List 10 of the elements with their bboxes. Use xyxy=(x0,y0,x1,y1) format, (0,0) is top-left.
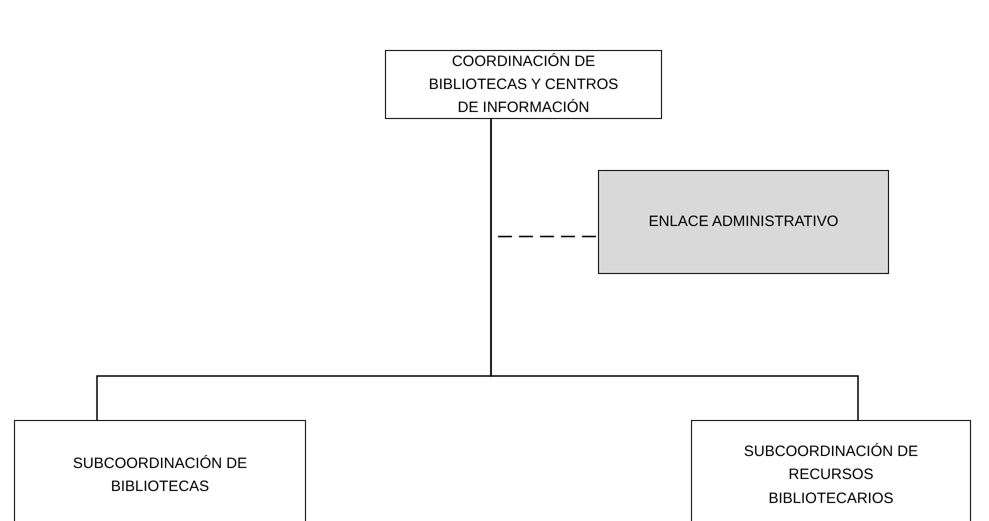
org-box xyxy=(14,420,306,521)
dashed-connector xyxy=(498,236,598,238)
box-label: COORDINACIÓN DE BIBLIOTECAS Y CENTROS DE INFORMACIÓN xyxy=(428,52,620,118)
box-label: SUBCOORDINACIÓN DE BIBLIOTECAS xyxy=(72,454,248,497)
org-box xyxy=(598,170,889,274)
org-box xyxy=(691,420,971,521)
box-label: ENLACE ADMINISTRATIVO xyxy=(648,212,838,232)
box-label: SUBCOORDINACIÓN DE RECURSOS BIBLIOTECARIOS xyxy=(742,442,920,509)
connector-line xyxy=(490,119,859,420)
org-box xyxy=(385,50,662,119)
